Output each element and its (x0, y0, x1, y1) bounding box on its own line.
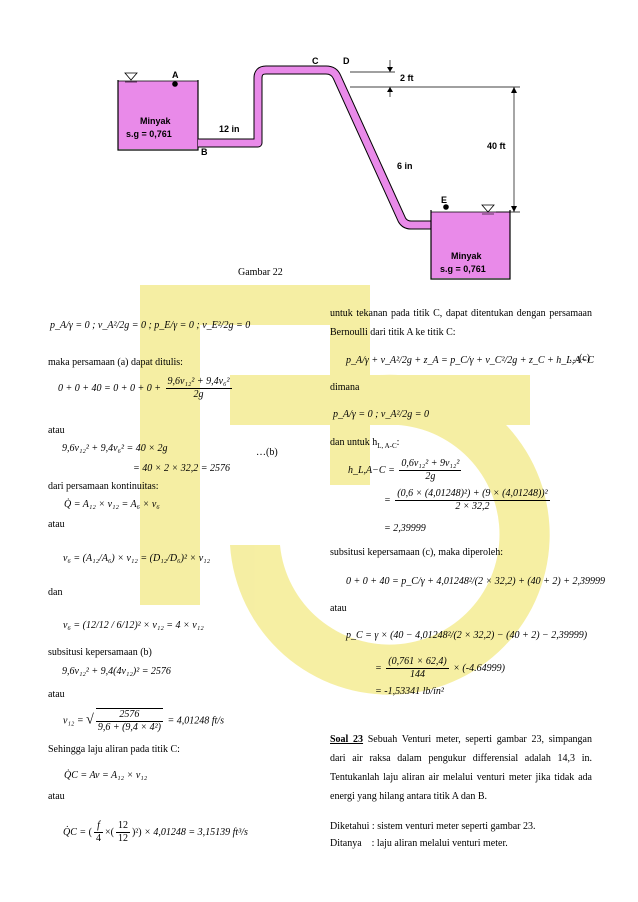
tank-left-label2: s.g = 0,761 (126, 129, 172, 139)
right-eq6: 0 + 0 + 40 = p_C/γ + 4,01248²/(2 × 32,2)… (346, 576, 605, 587)
left-text5: dan (48, 587, 63, 598)
ditanya-text: Ditanya : laju aliran melalui venturi me… (330, 838, 508, 849)
point-d-label: D (343, 56, 350, 66)
left-text1: maka persamaan (a) dapat ditulis: (48, 357, 183, 368)
right-eq1: p_A/γ + v_A²/2g + z_A = p_C/γ + v_C²/2g … (346, 355, 594, 366)
right-eq7: p_C = γ × (40 − 4,01248²/(2 × 32,2) − (4… (346, 630, 588, 641)
left-text9: atau (48, 791, 65, 802)
right-eq1-tag: …(c) (569, 353, 591, 364)
right-paragraph1: untuk tekanan pada titik C, dapat ditent… (330, 308, 592, 338)
left-eq9: Q̇C = Av = A₁₂ × v₁₂ (64, 770, 148, 781)
left-text3: dari persamaan kontinuitas: (48, 481, 159, 492)
point-c-label: C (312, 56, 319, 66)
left-text7: atau (48, 689, 65, 700)
left-eq7: 9,6v₁₂² + 9,4(4v₁₂)² = 2576 (62, 666, 171, 677)
dim-40ft-label: 40 ft (487, 141, 506, 151)
left-eq4: Q̇ = A₁₂ × v₁₂ = A₆ × v₆ (64, 499, 160, 510)
dim-2ft-label: 2 ft (400, 73, 414, 83)
left-text2: atau (48, 425, 65, 436)
right-eq5: = 2,39999 (384, 523, 426, 534)
soal-23-label: Soal 23 (330, 734, 364, 745)
left-eq5: v₆ = (A₁₂/A₆) × v₁₂ = (D₁₂/D₆)² × v₁₂ (63, 553, 211, 564)
left-text6: subsitusi kepersamaan (b) (48, 647, 152, 658)
point-a-label: A (172, 70, 179, 80)
right-text1: dimana (330, 382, 360, 393)
left-eq3b: = 40 × 2 × 32,2 = 2576 (133, 463, 230, 474)
figure-caption: Gambar 22 (238, 267, 283, 278)
tank-right-label2: s.g = 0,761 (440, 264, 486, 274)
soal-23-paragraph: Soal 23 Sebuah Venturi meter, seperti ga… (330, 730, 592, 806)
left-eq1: p_A/γ = 0 ; v_A²/2g = 0 ; p_E/γ = 0 ; v_… (50, 320, 251, 331)
watermark-logo (140, 285, 550, 695)
right-eq2: p_A/γ = 0 ; v_A²/2g = 0 (333, 409, 429, 420)
right-text4: atau (330, 603, 347, 614)
right-eq9: = -1,53341 lb/in² (375, 686, 444, 697)
right-text3: subsitusi kepersamaan (c), maka diperole… (330, 547, 503, 558)
pipe-6in-label: 6 in (397, 161, 413, 171)
left-text8: Sehingga laju aliran pada titik C: (48, 744, 180, 755)
diketahui-text: Diketahui : sistem venturi meter seperti… (330, 821, 536, 832)
left-text4: atau (48, 519, 65, 530)
pipe-12in-label: 12 in (219, 124, 240, 134)
left-eq6: v₆ = (12/12 / 6/12)² × v₁₂ = 4 × v₁₂ (63, 620, 204, 631)
tank-right-label1: Minyak (451, 251, 482, 261)
point-e-label: E (441, 195, 448, 205)
tank-left-label1: Minyak (140, 116, 171, 126)
left-eq2: 0 + 0 + 40 = 0 + 0 + 0 + 9,6v₁₂² + 9,4v₆… (58, 376, 232, 400)
point-b-label: B (201, 147, 208, 157)
right-eq8: = (0,761 × 62,4)144 × (-4.64999) (375, 656, 505, 680)
figure-gambar-22 (117, 60, 520, 280)
left-eq3a: 9,6v₁₂² + 9,4v₆² = 40 × 2g (62, 443, 168, 454)
soal-23-text: Sebuah Venturi meter, seperti gambar 23,… (330, 734, 592, 802)
right-text2: dan untuk hL, A-C: (330, 437, 400, 450)
left-eq3-tag: …(b) (256, 447, 278, 458)
